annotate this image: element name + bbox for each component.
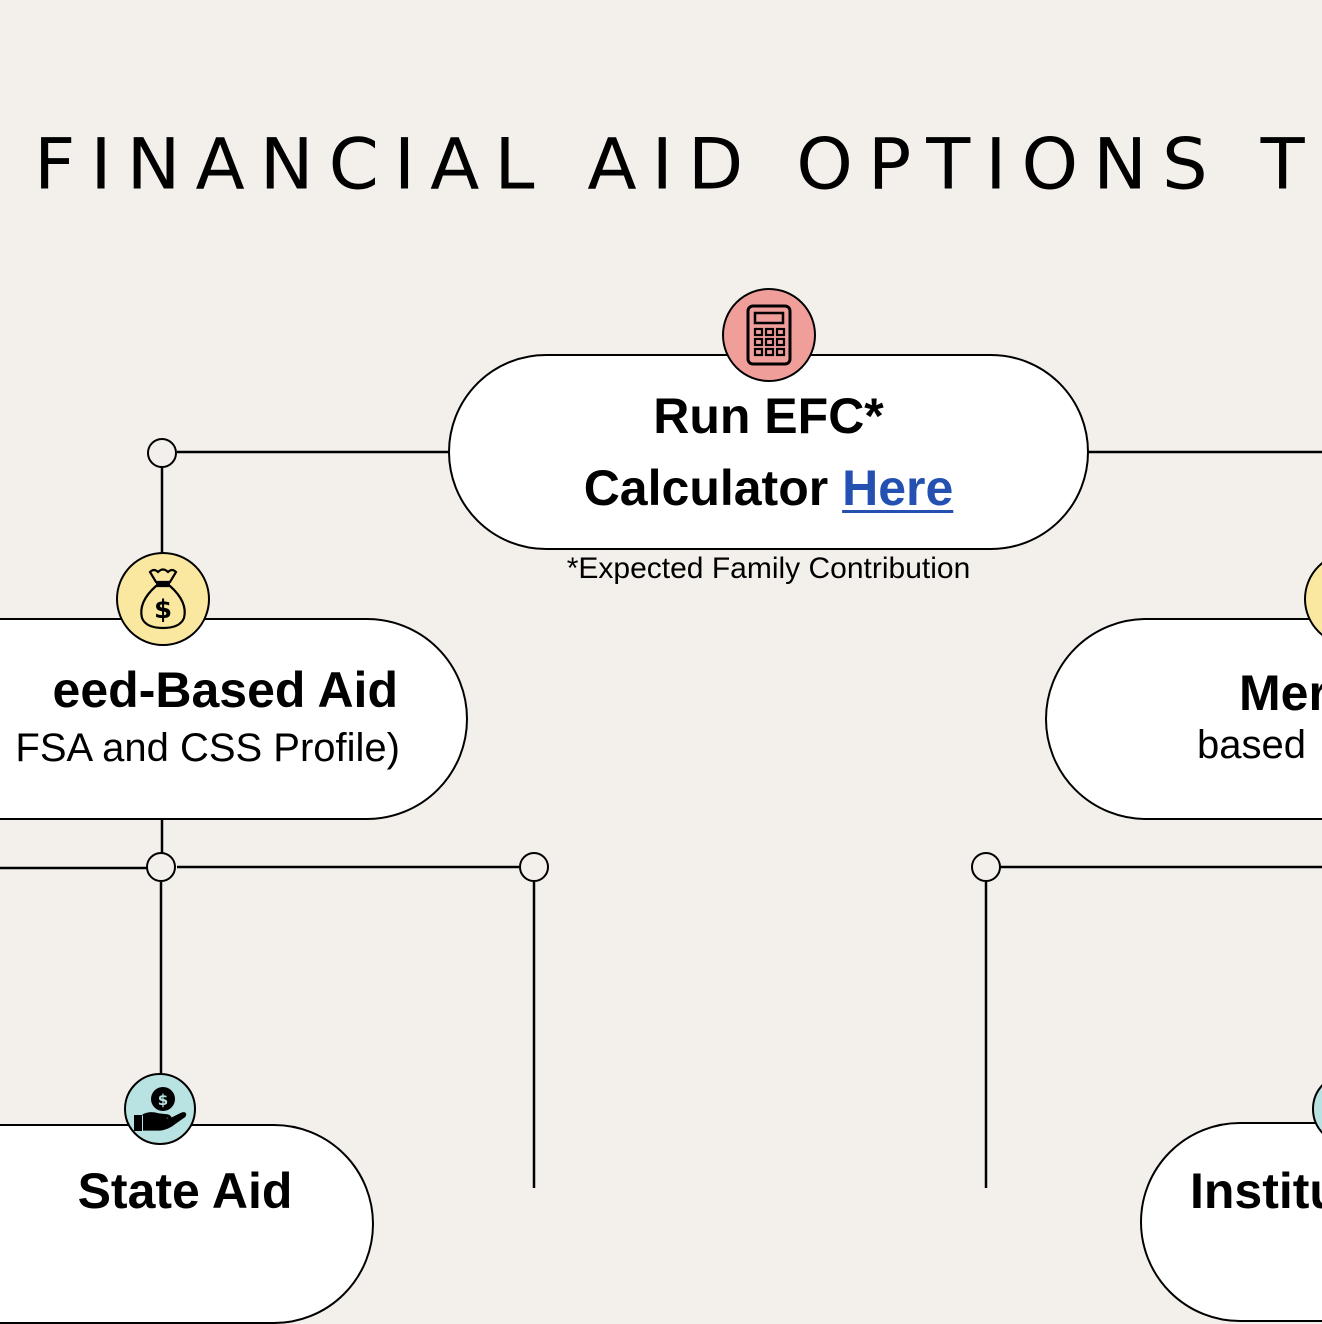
efc-title-line1: Run EFC* (653, 388, 884, 444)
calculator-badge (722, 288, 816, 382)
svg-text:$: $ (154, 595, 172, 625)
institutional-aid-box: Institut (1140, 1122, 1322, 1322)
hand-coin-icon: $ (134, 1087, 187, 1131)
merit-based-aid-box: Mer based (1045, 618, 1322, 820)
svg-text:$: $ (158, 1091, 168, 1109)
connector-node (519, 852, 549, 882)
efc-title-line2: Calculator Here (584, 452, 954, 524)
efc-calculator-box: Run EFC* Calculator Here (448, 354, 1089, 550)
state-aid-title: State Aid (77, 1163, 293, 1219)
money-bag-icon: $ (140, 568, 186, 630)
efc-footnote: *Expected Family Contribution (566, 552, 971, 585)
need-based-title: eed-Based Aid (52, 662, 398, 718)
connector-node (147, 438, 177, 468)
institutional-title: Institut (1190, 1163, 1322, 1219)
money-bag-badge: $ (116, 552, 210, 646)
hand-coin-badge: $ (124, 1073, 196, 1145)
calculator-icon (746, 304, 792, 366)
merit-based-subtitle: based (1197, 723, 1306, 767)
efc-calculator-link[interactable]: Here (842, 460, 954, 516)
need-based-subtitle: FSA and CSS Profile) (15, 726, 400, 770)
merit-based-title: Mer (1239, 665, 1322, 721)
efc-title-prefix: Calculator (583, 460, 843, 516)
page-title: FINANCIAL AID OPTIONS T (34, 122, 1320, 206)
connector-node (971, 852, 1001, 882)
need-based-aid-box: eed-Based Aid FSA and CSS Profile) (0, 618, 468, 820)
state-aid-box: State Aid (0, 1124, 374, 1324)
connector-node (146, 852, 176, 882)
